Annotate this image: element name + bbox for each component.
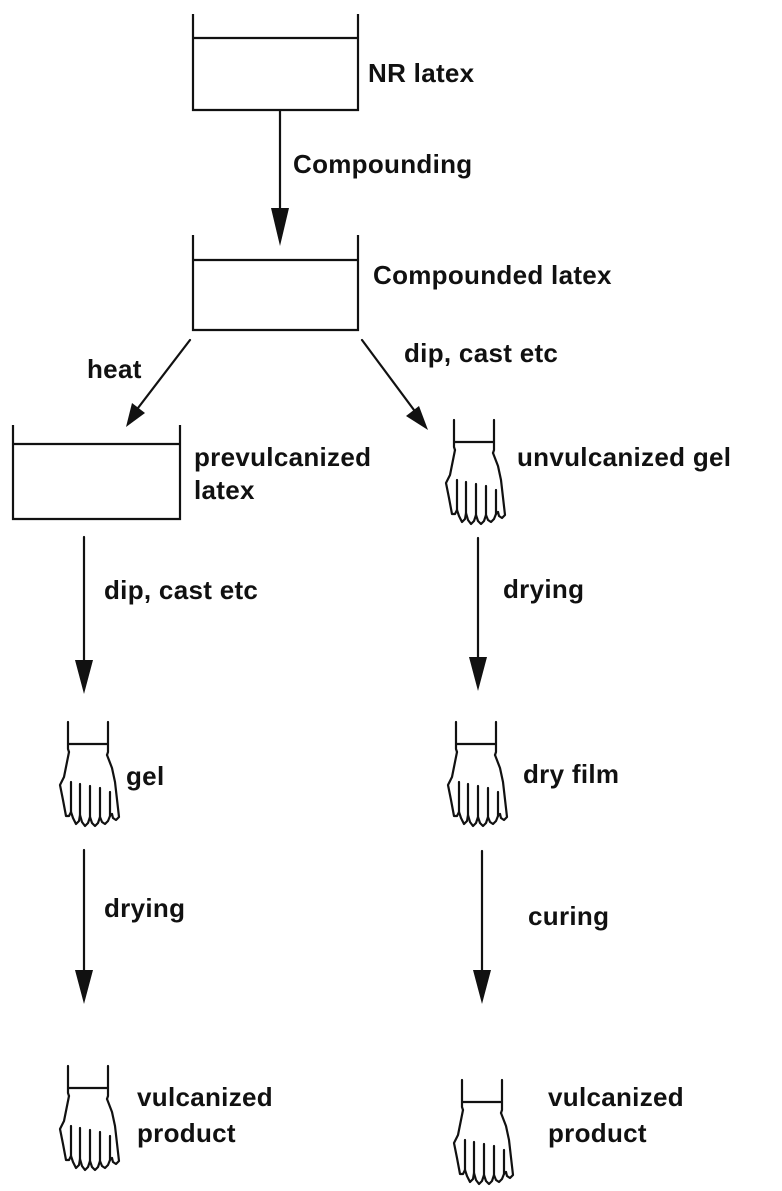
arrow-drying-right	[469, 536, 487, 691]
arrow-dip-cast-left	[75, 535, 93, 694]
glove-icon-vulcanized-product-right	[452, 1078, 515, 1186]
label-gel: gel	[126, 761, 165, 791]
label-vulcanized-product-left-line1: vulcanized	[137, 1082, 273, 1112]
label-dip-cast-left: dip, cast etc	[104, 575, 259, 605]
label-prevulcanized-latex-line2: latex	[194, 475, 255, 505]
label-compounding: Compounding	[293, 149, 473, 179]
label-prevulcanized-latex-line1: prevulcanized	[194, 442, 372, 472]
arrow-drying-left	[75, 848, 93, 1004]
label-nr-latex: NR latex	[368, 58, 475, 88]
arrow-compounding	[271, 109, 289, 246]
label-vulcanized-product-right-line2: product	[548, 1118, 647, 1148]
arrow-curing	[473, 849, 491, 1004]
label-drying-right: drying	[503, 574, 585, 604]
glove-icon-dry-film	[446, 720, 509, 828]
tank-icon-prevulcanized-latex	[11, 425, 182, 521]
label-dip-cast-right: dip, cast etc	[404, 338, 559, 368]
arrow-heat	[126, 338, 192, 427]
label-compounded-latex: Compounded latex	[373, 260, 612, 290]
arrow-dip-cast-right	[360, 338, 428, 430]
label-vulcanized-product-right-line1: vulcanized	[548, 1082, 684, 1112]
label-curing: curing	[528, 901, 610, 931]
tank-icon-nr-latex	[191, 14, 360, 112]
label-unvulcanized-gel: unvulcanized gel	[517, 442, 732, 472]
tank-icon-compounded-latex	[191, 235, 360, 332]
glove-icon-gel	[58, 720, 121, 828]
label-drying-left: drying	[104, 893, 186, 923]
glove-icon-unvulcanized-gel	[444, 418, 507, 526]
label-dry-film: dry film	[523, 759, 620, 789]
label-heat: heat	[87, 354, 142, 384]
label-vulcanized-product-left-line2: product	[137, 1118, 236, 1148]
glove-icon-vulcanized-product-left	[58, 1064, 121, 1172]
